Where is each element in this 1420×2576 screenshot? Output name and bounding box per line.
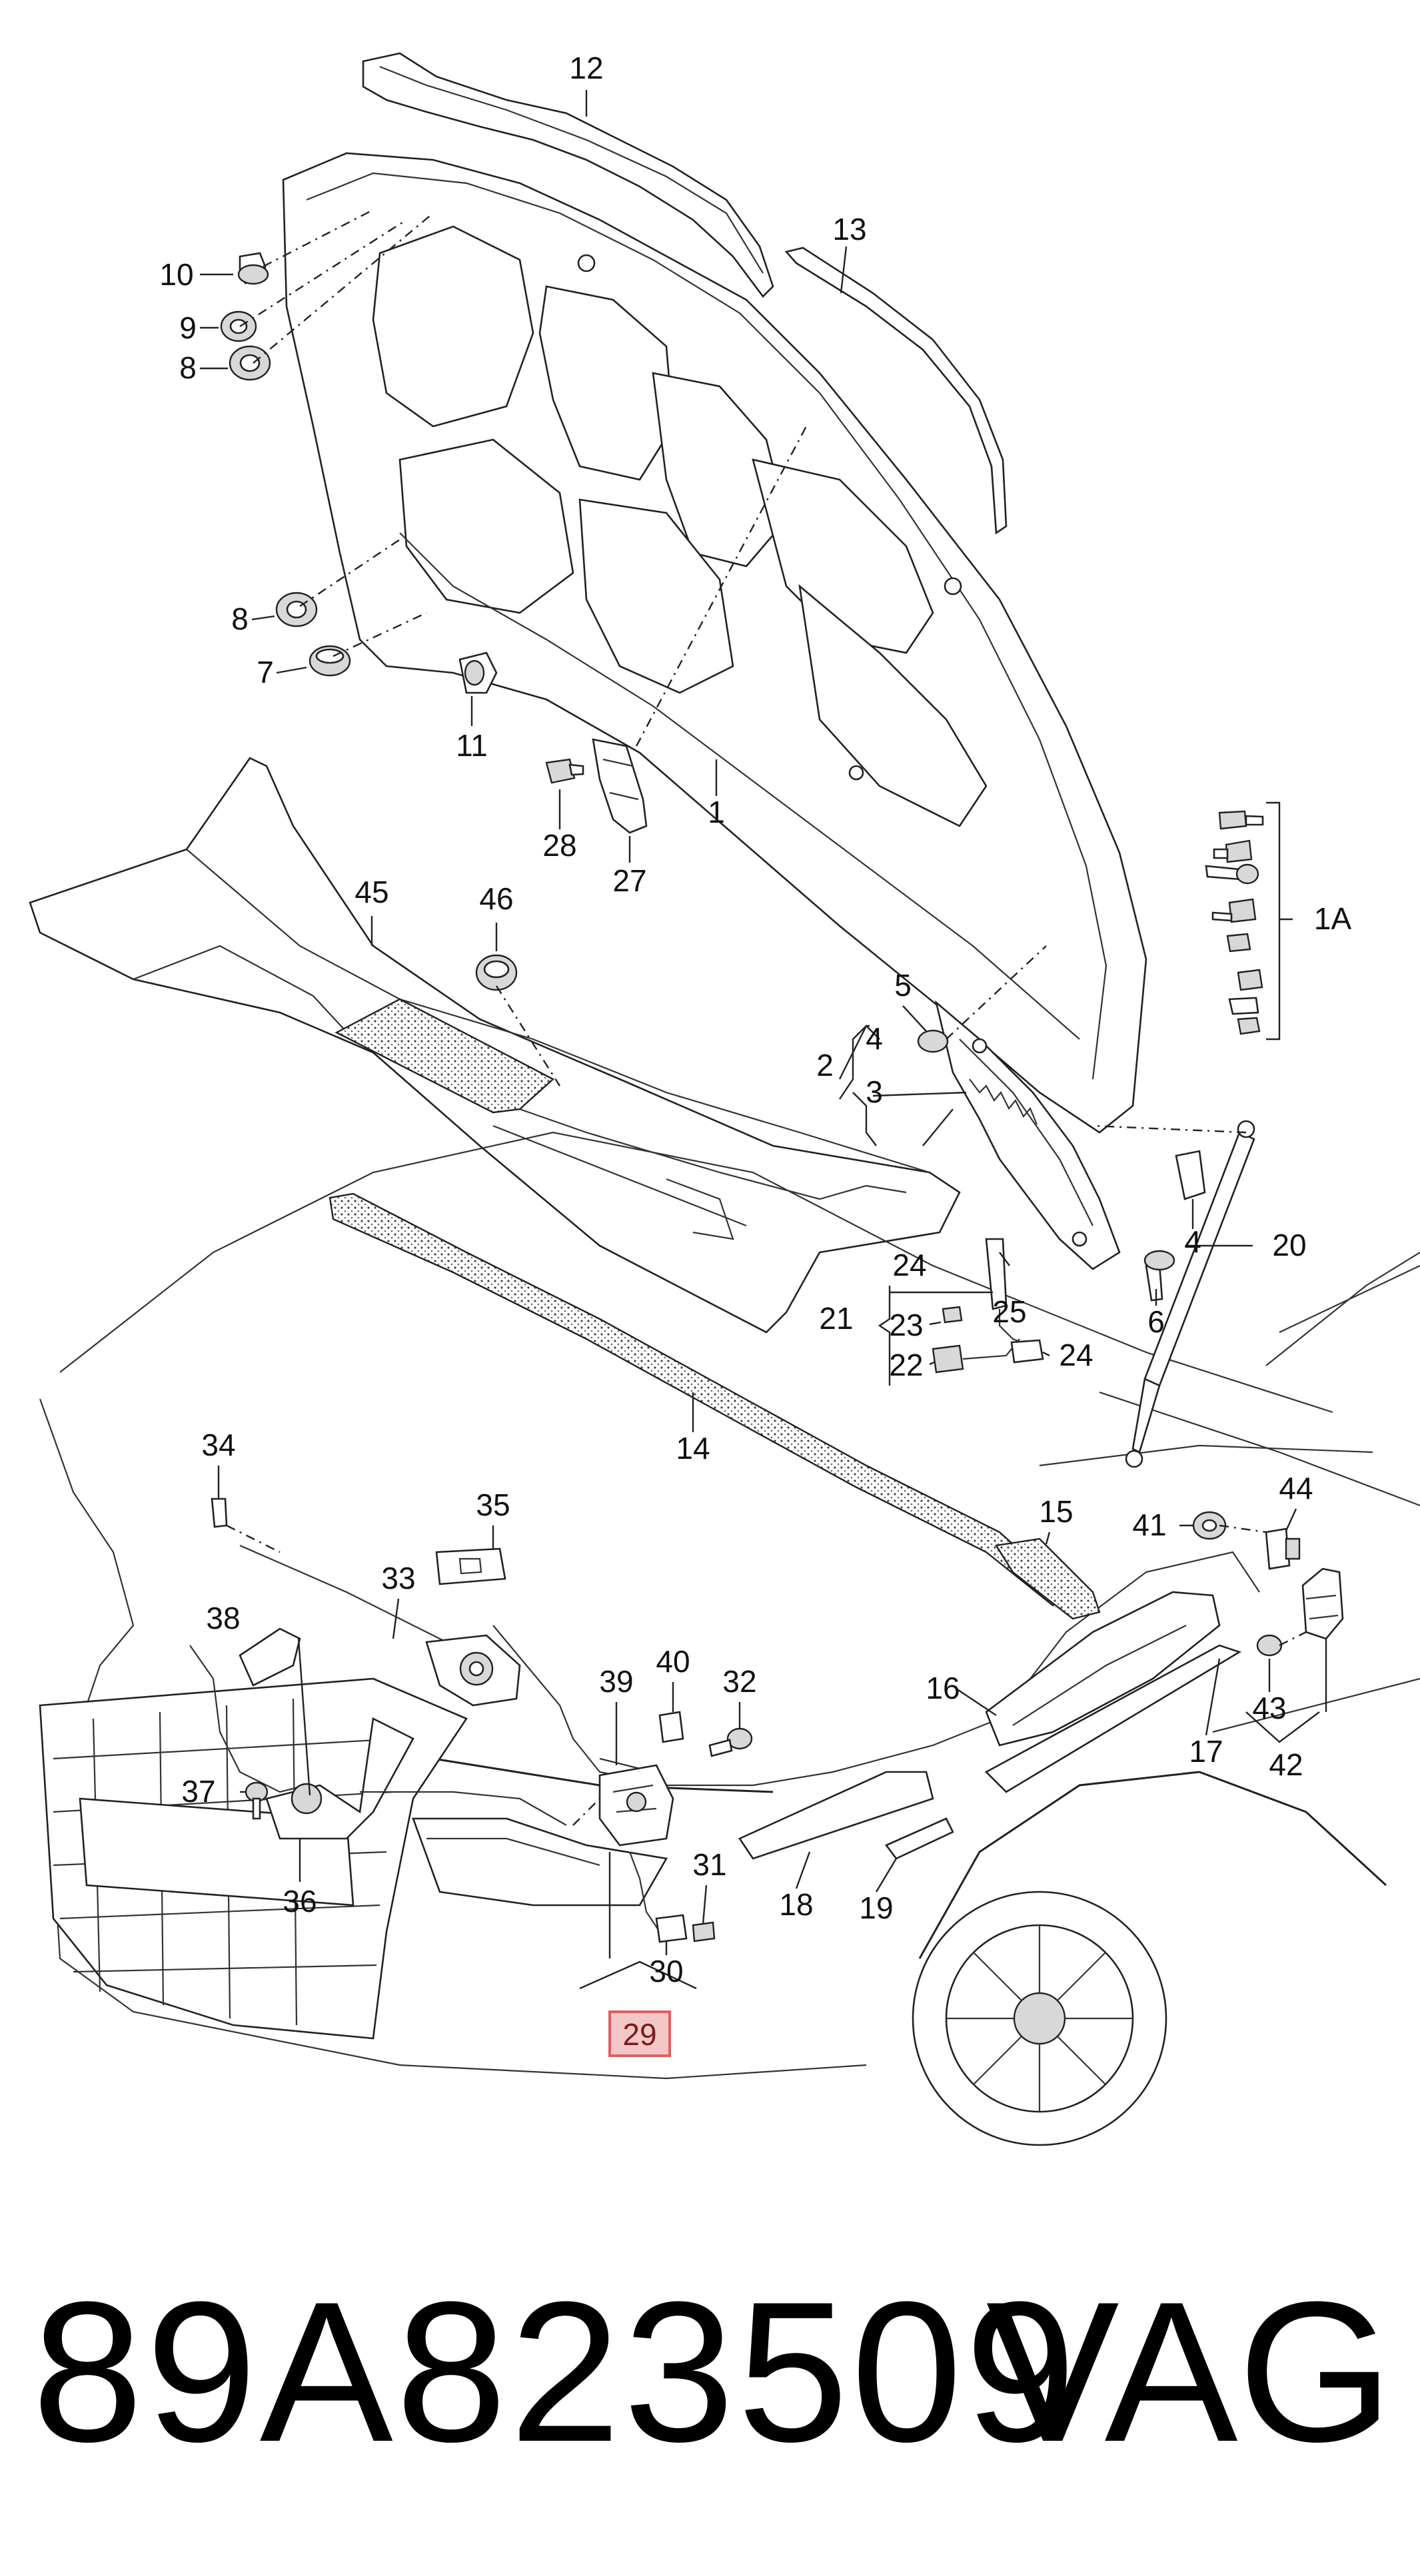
callout-42: 42	[1269, 1747, 1303, 1782]
part-number: 89A823509	[32, 2260, 1079, 2483]
callout-2: 2	[816, 1048, 834, 1082]
callout-18: 18	[779, 1887, 813, 1922]
bolt-part-6	[1143, 1250, 1175, 1302]
callout-38: 38	[206, 1601, 240, 1635]
callout-40: 40	[656, 1644, 690, 1679]
bracket-part-27	[592, 738, 648, 834]
brand-name: VAG	[986, 2260, 1393, 2483]
callout-25: 25	[992, 1294, 1026, 1329]
clip-part-40	[658, 1711, 684, 1743]
bracket-part-4-right	[1175, 1150, 1206, 1200]
clip-part-11	[458, 651, 498, 694]
callout-37: 37	[181, 1774, 215, 1809]
callout-27: 27	[612, 863, 646, 898]
screw-part-37	[245, 1781, 269, 1820]
callout-13: 13	[832, 212, 866, 246]
callout-11: 11	[456, 728, 488, 763]
callout-34: 34	[201, 1428, 235, 1462]
clip-part-31	[692, 1921, 716, 1942]
callout-12: 12	[569, 51, 603, 85]
plug-part-46	[475, 954, 518, 991]
sensor-part-21	[932, 1238, 1044, 1374]
callout-46: 46	[479, 881, 513, 916]
panel-part-18	[738, 1771, 934, 1860]
callout-5: 5	[894, 968, 912, 1003]
callout-24-upper: 24	[892, 1248, 926, 1282]
callout-33: 33	[381, 1561, 415, 1595]
callout-39: 39	[599, 1664, 633, 1699]
callout-44: 44	[1279, 1471, 1313, 1505]
release-mechanism	[425, 1634, 521, 1707]
callout-23: 23	[889, 1308, 923, 1342]
callout-24-lower: 24	[1059, 1338, 1093, 1372]
callout-28: 28	[542, 828, 576, 863]
bumper-strip-part-15	[995, 1537, 1101, 1620]
part-number-footer: 89A823509 VAG	[0, 2258, 1420, 2485]
catch-part-42	[1301, 1567, 1344, 1640]
spring-part-3	[969, 1078, 1038, 1125]
callout-32: 32	[722, 1664, 756, 1699]
hood-seal-part-12	[362, 52, 774, 298]
callout-15: 15	[1039, 1494, 1073, 1529]
seal-part-17	[984, 1644, 1242, 1793]
fastener-kit-part-1A	[1205, 810, 1264, 1035]
callout-41: 41	[1132, 1507, 1166, 1542]
callout-10: 10	[159, 257, 193, 292]
cowl-panel-part-45	[29, 757, 961, 1334]
callout-36: 36	[283, 1884, 317, 1919]
grommet-part-8-upper	[229, 345, 271, 381]
callout-22: 22	[889, 1348, 923, 1382]
callout-7: 7	[257, 655, 274, 689]
microswitch-part-30	[628, 1851, 688, 1943]
guide-part-34	[211, 1498, 228, 1528]
bracket-part-35	[435, 1547, 506, 1585]
hood-lock-part-29	[598, 1764, 674, 1847]
callout-6: 6	[1147, 1304, 1165, 1339]
grommet-part-9	[220, 310, 257, 342]
bump-stop-part-7	[309, 645, 351, 677]
callout-16: 16	[926, 1671, 960, 1705]
callout-1A: 1A	[1314, 901, 1352, 936]
bolt-part-32	[708, 1727, 753, 1757]
bracket-part-16	[985, 1591, 1221, 1747]
handle-part-38	[189, 1627, 307, 1793]
callout-8-lower: 8	[231, 602, 249, 636]
callout-labels: 12 13 10 9 8 8 7 11 1 28 27 45 46 1A 5 4…	[159, 51, 1352, 2057]
callout-9: 9	[179, 310, 197, 345]
gas-strut-part-20	[1125, 1120, 1255, 1468]
lever-part-36	[265, 1717, 567, 1840]
callout-8-upper: 8	[179, 350, 197, 385]
clip-part-19	[884, 1817, 954, 1860]
vehicle-front-body	[39, 1131, 1420, 2146]
callout-29: 29	[622, 2017, 656, 2052]
callout-20: 20	[1272, 1228, 1306, 1262]
callout-17: 17	[1189, 1734, 1223, 1769]
callout-29-highlight-box	[608, 2010, 671, 2057]
callout-1: 1	[708, 795, 725, 829]
nut-part-5	[917, 1029, 949, 1053]
callout-4-left: 4	[866, 1021, 883, 1056]
bolt-part-28	[545, 758, 584, 784]
callout-19: 19	[859, 1891, 893, 1925]
callout-43: 43	[1252, 1691, 1286, 1725]
nut-part-41	[1192, 1511, 1227, 1540]
callout-31: 31	[692, 1847, 726, 1882]
leader-lines	[200, 90, 1327, 1990]
callout-4-right: 4	[1184, 1224, 1201, 1259]
hinge-assembly-part-2	[934, 1000, 1121, 1270]
callout-35: 35	[476, 1488, 510, 1522]
hood-panel-part-1	[282, 152, 1147, 1134]
callout-45: 45	[355, 875, 388, 909]
callout-3: 3	[866, 1074, 883, 1109]
callout-30: 30	[649, 1954, 683, 1988]
callout-21: 21	[819, 1301, 853, 1336]
clip-part-23	[942, 1306, 963, 1324]
seal-strip-part-13	[784, 246, 1008, 535]
callout-14: 14	[676, 1431, 710, 1466]
screw-part-43	[1256, 1634, 1283, 1657]
buffer-part-10	[237, 252, 269, 285]
latch-part-44	[1265, 1527, 1301, 1570]
grommet-part-8-lower	[275, 592, 318, 628]
exploded-parts-diagram: 12 13 10 9 8 8 7 11 1 28 27 45 46 1A 5 4…	[29, 51, 1420, 2146]
